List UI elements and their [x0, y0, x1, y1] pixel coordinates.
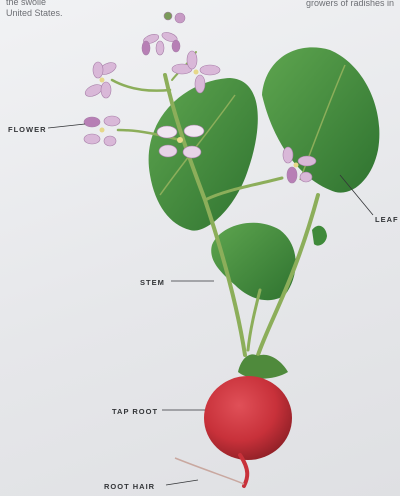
label-tap-root: TAP ROOT — [112, 407, 158, 416]
leader-line-roothair — [166, 480, 198, 485]
flower — [84, 116, 120, 146]
stem-lower — [248, 290, 260, 350]
crown — [238, 354, 288, 378]
leader-line-flower — [48, 124, 85, 128]
leaf-right-large — [262, 47, 379, 192]
flower-cluster-top — [142, 12, 185, 55]
label-root-hair: ROOT HAIR — [104, 482, 155, 491]
tap-root — [204, 376, 292, 486]
leaves — [149, 47, 380, 300]
root-hair — [175, 458, 244, 484]
leaf-lobe-small — [312, 226, 327, 246]
stem-branch — [112, 80, 170, 91]
label-stem: STEM — [140, 278, 165, 287]
label-flower: FLOWER — [8, 125, 47, 134]
label-leaf: LEAF — [375, 215, 399, 224]
